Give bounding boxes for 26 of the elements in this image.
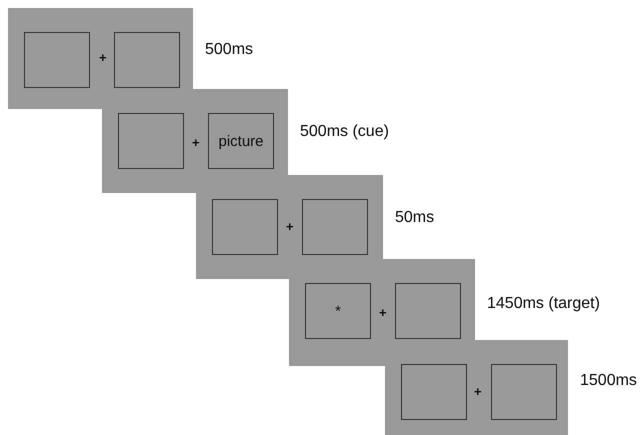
stimulus-frame bbox=[395, 283, 461, 339]
stimulus-frame bbox=[305, 283, 371, 339]
screen-panel bbox=[196, 175, 383, 279]
stimulus-frame bbox=[24, 32, 90, 88]
fixation-cross: + bbox=[192, 135, 200, 150]
screen-panel bbox=[385, 340, 568, 435]
duration-label: 500ms (cue) bbox=[300, 123, 389, 141]
screen-panel bbox=[8, 8, 193, 109]
stimulus-frame bbox=[208, 113, 274, 169]
duration-label: 50ms bbox=[395, 209, 434, 227]
stimulus-frame bbox=[114, 32, 180, 88]
duration-label: 1500ms bbox=[580, 372, 637, 390]
stimulus-frame bbox=[302, 199, 368, 255]
duration-label: 1450ms (target) bbox=[487, 294, 600, 312]
duration-label: 500ms bbox=[205, 40, 254, 58]
fixation-cross: + bbox=[99, 50, 107, 65]
stimulus-text: picture bbox=[218, 132, 264, 150]
stimulus-frame bbox=[212, 199, 278, 255]
screen-panel bbox=[102, 89, 288, 193]
stimulus-text: * bbox=[335, 302, 341, 320]
fixation-cross: + bbox=[379, 305, 387, 320]
stimulus-frame bbox=[491, 364, 557, 420]
stimulus-frame bbox=[401, 364, 467, 420]
fixation-cross: + bbox=[474, 384, 482, 399]
stimulus-frame bbox=[118, 113, 184, 169]
fixation-cross: + bbox=[286, 219, 294, 234]
